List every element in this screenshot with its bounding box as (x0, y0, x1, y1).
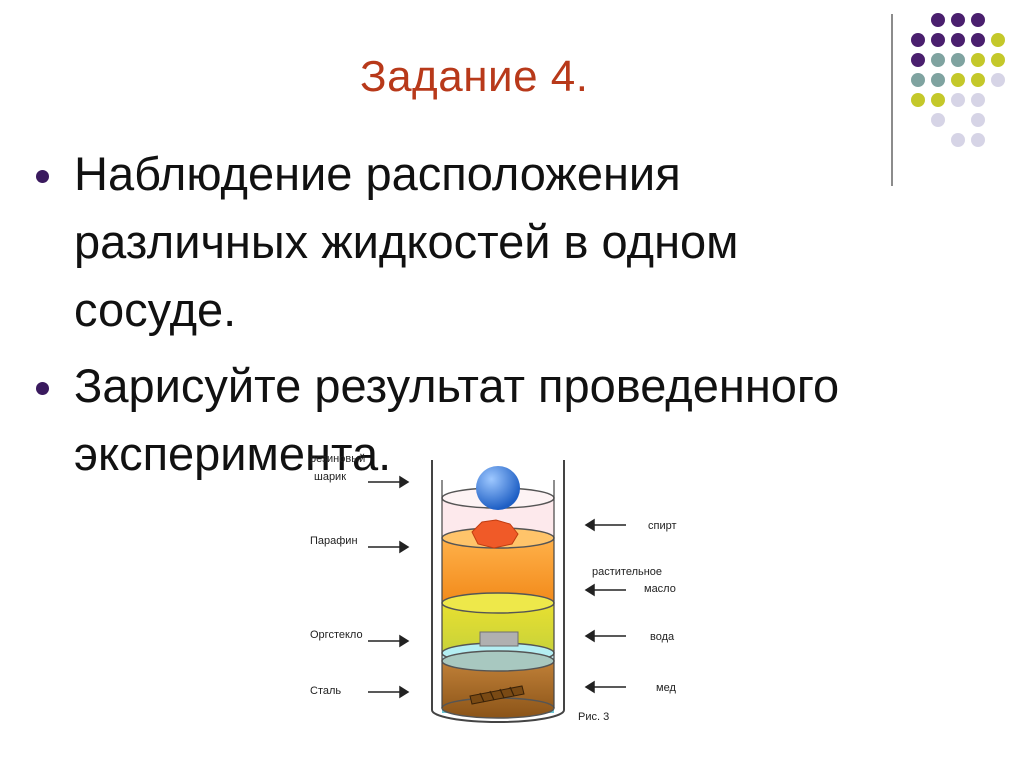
decor-dot (971, 33, 985, 47)
decor-dot (951, 53, 965, 67)
left-arrows (368, 475, 410, 699)
decor-dot (931, 13, 945, 27)
label-plexiglass: Оргстекло (310, 629, 363, 641)
label-oil-line2: масло (644, 583, 676, 595)
label-paraffin: Парафин (310, 535, 358, 547)
decor-dot (931, 33, 945, 47)
slide-title: Задание 4. (360, 52, 589, 101)
figure-caption: Рис. 3 (578, 711, 609, 723)
bullet-item: Зарисуйте результат проведенного экспери… (30, 352, 890, 488)
label-ball-line2: шарик (314, 471, 346, 483)
decor-dot (911, 93, 925, 107)
decor-dot (991, 53, 1005, 67)
decor-dot (911, 53, 925, 67)
decor-dot (931, 113, 945, 127)
decor-dot (971, 133, 985, 147)
decor-dot (931, 73, 945, 87)
decor-dot (931, 93, 945, 107)
decor-dot (971, 53, 985, 67)
decor-dot (951, 13, 965, 27)
liquid-layers-diagram: резиновый шарик Парафин Оргстекло Сталь … (310, 453, 677, 723)
rubber-ball-icon (476, 466, 520, 510)
bullet-text: Наблюдение расположения различных жидкос… (74, 147, 739, 336)
decor-dot (951, 33, 965, 47)
paraffin-piece-icon (471, 519, 519, 549)
label-honey: мед (656, 682, 676, 694)
label-oil-line1: растительное (592, 566, 662, 578)
bullet-list: Наблюдение расположения различных жидкос… (30, 140, 890, 496)
decor-dot (971, 113, 985, 127)
decor-dot (951, 133, 965, 147)
plexiglass-piece-icon (479, 631, 519, 647)
divider-line (891, 14, 893, 186)
decor-dot (911, 73, 925, 87)
decor-dot (991, 33, 1005, 47)
decor-dot (971, 93, 985, 107)
decor-dot (951, 93, 965, 107)
decor-dot (971, 13, 985, 27)
label-alcohol: спирт (648, 520, 677, 532)
decor-dot (931, 53, 945, 67)
decor-dot (971, 73, 985, 87)
label-water: вода (650, 631, 675, 643)
steel-screw-icon (469, 685, 525, 705)
label-steel: Сталь (310, 685, 341, 697)
bullet-marker-icon (36, 382, 49, 395)
decor-dot (911, 33, 925, 47)
right-arrows (584, 518, 626, 694)
label-ball-line1: резиновый (310, 453, 365, 465)
bullet-item: Наблюдение расположения различных жидкос… (30, 140, 890, 344)
bullet-marker-icon (36, 170, 49, 183)
decor-dot (991, 73, 1005, 87)
decorative-dot-grid (911, 13, 1005, 147)
bullet-text: Зарисуйте результат проведенного экспери… (74, 359, 840, 480)
decor-dot (951, 73, 965, 87)
